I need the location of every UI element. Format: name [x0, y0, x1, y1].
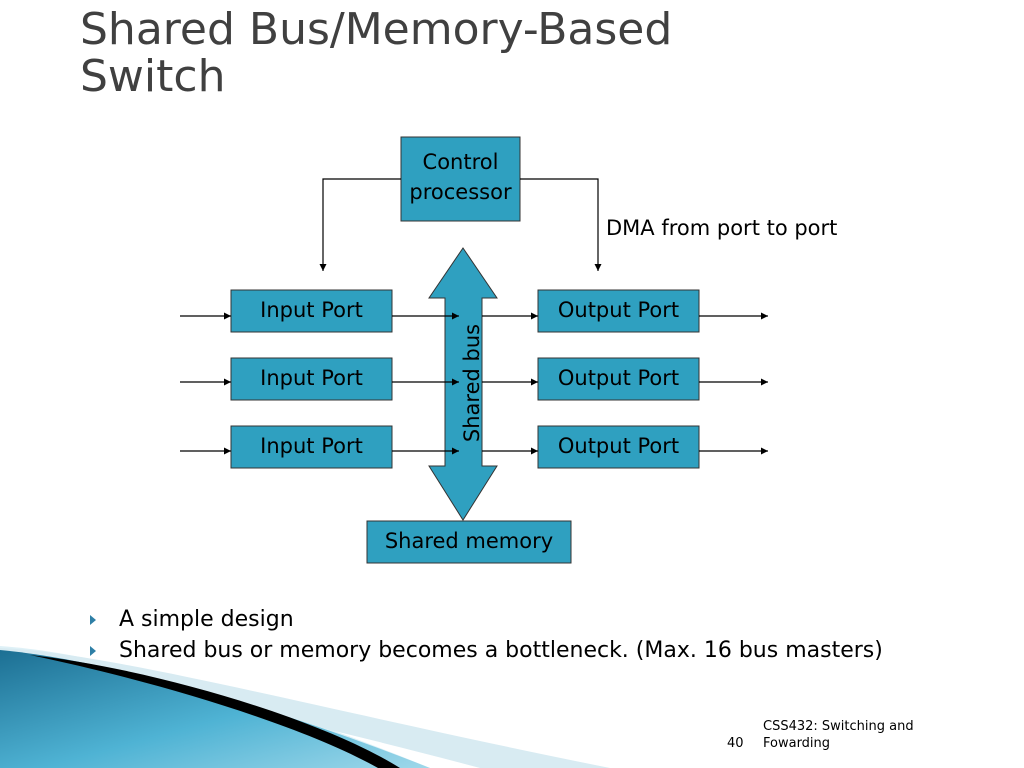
title-line-2: Switch	[80, 51, 226, 102]
shared-memory-box: Shared memory	[366, 520, 572, 564]
input-port-1: Input Port	[230, 289, 393, 333]
input-port-3: Input Port	[230, 425, 393, 469]
dma-label: DMA from port to port	[606, 216, 837, 240]
footer-title: CSS432: Switching and Fowarding	[763, 719, 914, 751]
control-to-output-arrow	[520, 178, 602, 271]
bullet-list: A simple design Shared bus or memory bec…	[88, 604, 883, 666]
bullet-text: Shared bus or memory becomes a bottlenec…	[119, 638, 883, 663]
control-processor-label-line1: Control	[423, 150, 499, 174]
input-port-label: Input Port	[260, 434, 363, 458]
input-port-2: Input Port	[230, 357, 393, 401]
output-port-1: Output Port	[537, 289, 700, 333]
input-port-label: Input Port	[260, 366, 363, 390]
output-port-label: Output Port	[558, 366, 679, 390]
output-port-label: Output Port	[558, 298, 679, 322]
bullet-item: A simple design	[88, 604, 883, 635]
bullet-item: Shared bus or memory becomes a bottlenec…	[88, 635, 883, 666]
slide-title: Shared Bus/Memory-Based Switch	[80, 6, 672, 100]
control-processor-label-line2: processor	[409, 180, 512, 204]
input-port-label: Input Port	[260, 298, 363, 322]
output-port-label: Output Port	[558, 434, 679, 458]
control-to-input-arrow	[319, 178, 401, 271]
bullet-marker-icon	[90, 646, 96, 656]
title-line-1: Shared Bus/Memory-Based	[80, 4, 673, 55]
bullet-text: A simple design	[119, 607, 294, 632]
output-port-3: Output Port	[537, 425, 700, 469]
control-processor-box: Control processor	[400, 136, 521, 222]
page-number: 40	[727, 736, 744, 751]
shared-memory-label: Shared memory	[385, 529, 553, 553]
wave-black-stroke	[30, 655, 400, 768]
bullet-marker-icon	[90, 615, 96, 625]
shared-bus-label: Shared bus	[460, 324, 484, 442]
output-port-2: Output Port	[537, 357, 700, 401]
